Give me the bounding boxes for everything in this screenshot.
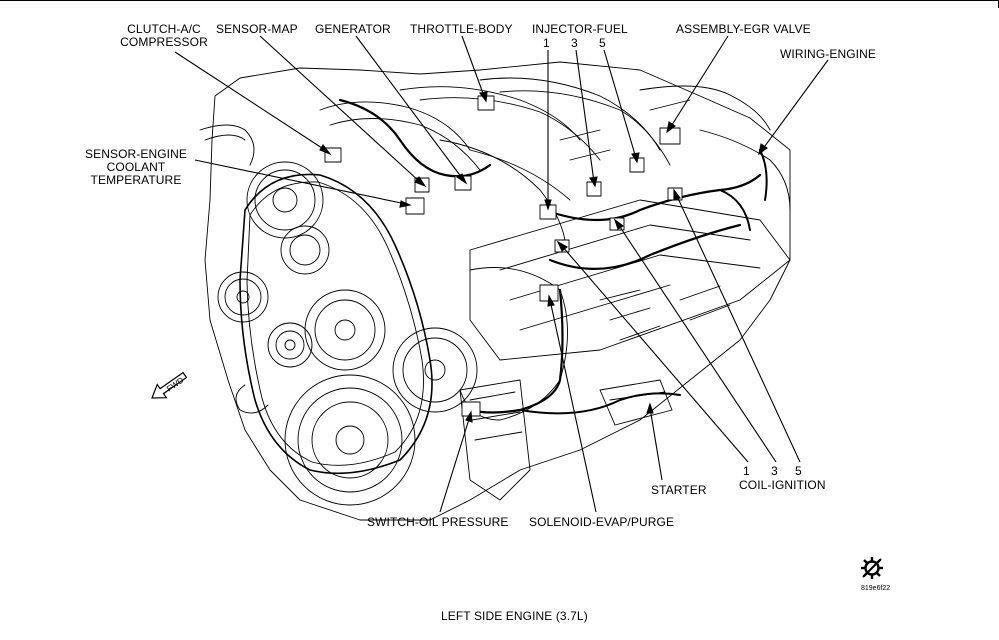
wiring-harness (338, 98, 492, 178)
label-coil-ignition: COIL-IGNITION (739, 478, 826, 492)
fwd-arrow-icon (151, 371, 188, 399)
accessory-belt (239, 173, 433, 475)
figure-code: 819e6f22 (861, 585, 891, 592)
label-coil-number-3: 3 (771, 464, 778, 478)
label-sensor-map: SENSOR-MAP (216, 22, 298, 36)
connector-coolant-temp (405, 197, 425, 215)
water-pump-pulley (280, 225, 330, 275)
label-throttle-body: THROTTLE-BODY (410, 22, 513, 36)
label-coil-number-5: 5 (795, 464, 802, 478)
label-coolant-sensor-line1: SENSOR-ENGINE (85, 147, 187, 161)
power-steering-pulley (392, 327, 478, 413)
label-injector-number-3: 3 (571, 36, 578, 50)
label-oil-pressure: SWITCH-OIL PRESSURE (367, 515, 509, 529)
figure-caption: LEFT SIDE ENGINE (3.7L) (441, 609, 588, 623)
label-clutch-ac: CLUTCH-A/C COMPRESSOR (112, 23, 216, 49)
valve-cover (469, 199, 791, 361)
label-coolant-sensor: SENSOR-ENGINE COOLANT TEMPERATURE (84, 148, 188, 187)
label-wiring-engine: WIRING-ENGINE (780, 47, 876, 61)
generator-pulley (304, 289, 386, 371)
label-egr-valve: ASSEMBLY-EGR VALVE (676, 22, 811, 36)
label-starter: STARTER (651, 483, 707, 497)
ac-compressor-pulley (246, 161, 324, 239)
crankshaft-pulley (284, 374, 416, 506)
starter-motor (599, 379, 673, 426)
gear-icon (861, 557, 883, 579)
engine-block-outline (204, 61, 791, 521)
label-clutch-ac-line2: COMPRESSOR (120, 35, 208, 49)
label-injector-number-1: 1 (543, 36, 550, 50)
label-generator: GENERATOR (315, 22, 391, 36)
label-coolant-sensor-line2: COOLANT (106, 160, 166, 174)
label-coil-number-1: 1 (743, 464, 750, 478)
label-clutch-ac-line1: CLUTCH-A/C (127, 22, 201, 36)
top-border (0, 0, 999, 1)
label-injector-fuel: INJECTOR-FUEL (532, 22, 628, 36)
idler-pulley-left (217, 271, 269, 323)
label-injector-number-5: 5 (599, 36, 606, 50)
label-coolant-sensor-line3: TEMPERATURE (90, 173, 182, 187)
label-evap-purge: SOLENOID-EVAP/PURGE (529, 515, 675, 529)
tensioner-pulley (267, 322, 313, 368)
connector-clutch (324, 147, 342, 163)
